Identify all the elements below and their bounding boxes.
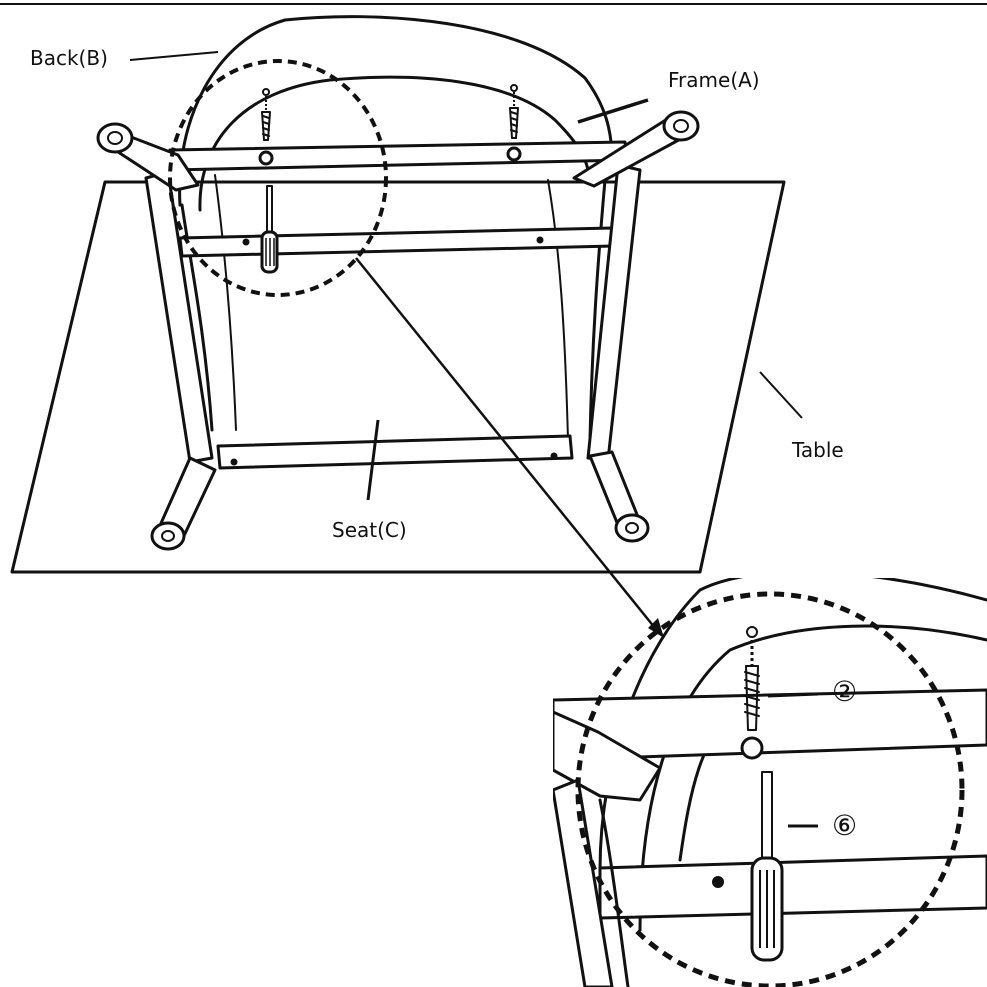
table-leader [759,371,803,419]
frame-leader [577,98,649,124]
seat-leader [366,419,380,501]
screw-right [506,84,522,162]
screwdriver-callout: ⑥ [832,809,858,842]
back-label: Back(B) [30,46,108,70]
screwdriver-small [260,185,279,274]
seat-label: Seat(C) [332,518,407,542]
zoom-inset [553,578,987,987]
screw-callout: ② [832,675,858,708]
frame-top-rail [168,140,630,172]
screw-left [258,88,274,166]
frame-label: Frame(A) [668,68,760,92]
zoom-arrow [355,257,656,629]
table-label: Table [792,438,844,462]
frame-bottom-rail [216,434,574,470]
back-leader [129,51,219,61]
detail-circle-source [168,59,388,297]
chair-frame [96,110,700,551]
